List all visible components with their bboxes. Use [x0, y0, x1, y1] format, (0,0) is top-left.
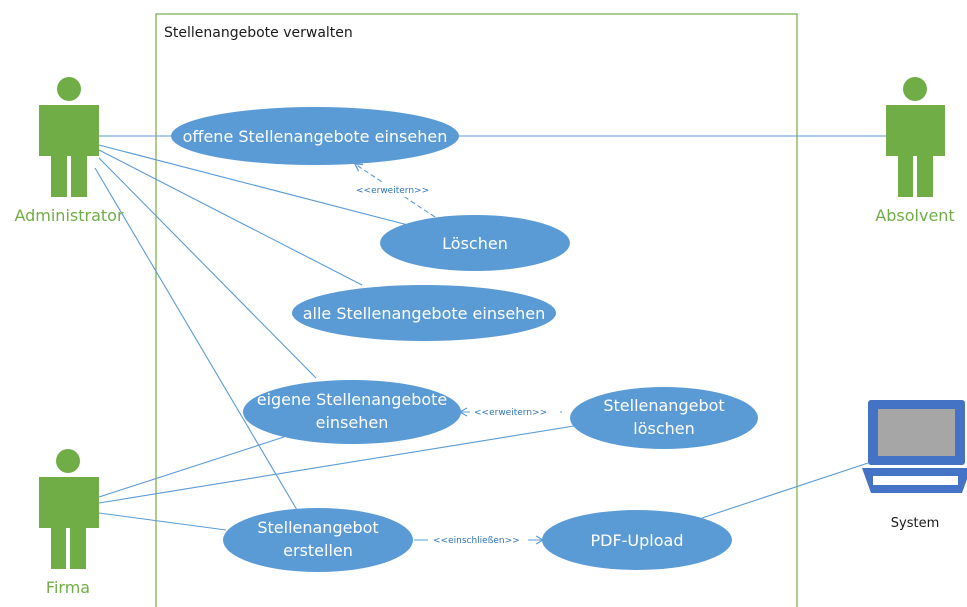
actor-absolvent[interactable]: Absolvent	[875, 77, 955, 225]
erweitern-label-1: <<erweitern>>	[356, 186, 429, 196]
use-case-label-line-2: löschen	[633, 419, 695, 438]
use-case-loeschen[interactable]: Löschen	[380, 215, 570, 271]
use-case-label-line-1: Stellenangebot	[603, 396, 724, 415]
use-case-pdf-upload[interactable]: PDF-Upload	[542, 510, 732, 570]
erweitern-label-2: <<erweitern>>	[474, 408, 547, 418]
use-case-offene-einsehen[interactable]: offene Stellenangebote einsehen	[171, 107, 459, 165]
person-icon	[886, 77, 945, 197]
associations	[94, 135, 886, 531]
erweitern-label-bg-2	[470, 405, 560, 419]
system-boundary	[155, 13, 798, 607]
assoc-firma-erstellen	[98, 512, 227, 531]
person-icon	[39, 449, 99, 569]
actor-label: Absolvent	[875, 206, 954, 225]
assoc-pdf-system	[701, 462, 869, 519]
assoc-firma-eigene	[98, 436, 285, 498]
actor-system[interactable]: System	[862, 400, 967, 531]
actor-label: Administrator	[14, 206, 123, 225]
boundary-title: Stellenangebote verwalten	[164, 25, 353, 41]
actor-label: Firma	[46, 578, 90, 597]
use-case-label: alle Stellenangebote einsehen	[303, 304, 546, 323]
laptop-icon	[862, 400, 967, 493]
use-case-label-line-1: Stellenangebot	[257, 518, 378, 537]
use-case-eigene-einsehen[interactable]: eigene Stellenangebote einsehen	[243, 380, 461, 444]
assoc-firma-stellenloeschen	[98, 424, 581, 504]
assoc-admin-erstellen	[94, 167, 301, 516]
use-case-erstellen[interactable]: Stellenangebot erstellen	[223, 508, 413, 572]
system-label: System	[891, 516, 939, 531]
assoc-admin-loeschen	[98, 144, 409, 226]
use-case-label-line-2: einsehen	[316, 413, 389, 432]
actor-administrator[interactable]: Administrator	[14, 77, 124, 225]
use-case-label: offene Stellenangebote einsehen	[183, 127, 448, 146]
use-case-label: Löschen	[442, 234, 508, 253]
use-case-label: PDF-Upload	[590, 531, 683, 550]
use-case-stellenangebot-loeschen[interactable]: Stellenangebot löschen	[570, 387, 758, 449]
actor-firma[interactable]: Firma	[39, 449, 99, 597]
use-case-alle-einsehen[interactable]: alle Stellenangebote einsehen	[292, 285, 556, 341]
assoc-admin-alle	[98, 149, 363, 286]
einschliessen-label: <<einschließen>>	[433, 536, 520, 546]
einschliessen-label-bg	[428, 533, 528, 547]
erweitern-label-bg-1	[350, 183, 442, 197]
person-icon	[39, 77, 99, 197]
use-case-label-line-1: eigene Stellenangebote	[257, 390, 448, 409]
assoc-admin-eigene	[98, 157, 317, 379]
use-case-label-line-2: erstellen	[283, 541, 353, 560]
